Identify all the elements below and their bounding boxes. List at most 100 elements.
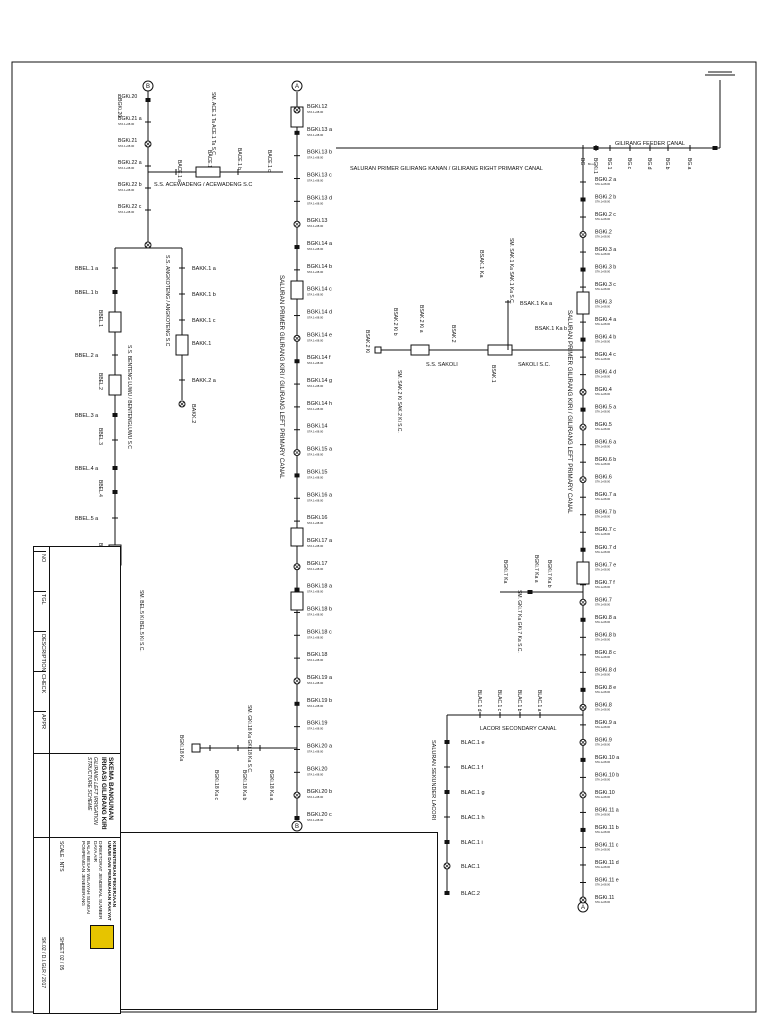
bbel-label: BBEL.1 a	[75, 266, 99, 272]
bgki18ka-end	[191, 743, 201, 753]
right-structure-sta: STA.1+08.00	[595, 375, 611, 379]
left-structure-label: BGKi.14 b	[307, 264, 332, 270]
bsak-label: BSAK.2 Ki	[364, 330, 370, 353]
blac-label: BLAC.1 c	[496, 690, 502, 712]
blac-label: BLAC.1 a	[536, 690, 542, 712]
right-structure-label: BGKi.10	[595, 790, 615, 796]
left-structure-sta: STA.1+08.00	[307, 430, 324, 434]
right-structure-label: BGKi.5 a	[595, 405, 616, 411]
node-cross	[294, 678, 300, 684]
right-structure-label: BGKi.4 a	[595, 317, 616, 323]
gate-right	[580, 267, 586, 272]
bsak-label: BSAK.1 Ka	[478, 250, 484, 278]
gate-right	[580, 407, 586, 412]
feeder-label: BG	[579, 158, 585, 165]
legend-item: Kombinasi Bangunan di dalam satu Banguna…	[273, 833, 292, 843]
left-structure-label: BGKi.20 a	[307, 743, 333, 749]
right-structure-sta: STA.1+08.00	[595, 865, 611, 869]
bgki18-label: BGKi.18 Ka b	[241, 770, 247, 801]
match-marker-letter: B	[295, 824, 299, 830]
node-cross	[294, 336, 300, 341]
node-cross	[179, 401, 185, 407]
bsak-label: BSAK.1 Ka b	[535, 326, 567, 332]
left-structure-sta: STA.1+08.00	[307, 612, 324, 616]
right-structure-label: BGKi.7 d	[595, 545, 616, 551]
left-structure-sta: STA.1+08.00	[307, 316, 324, 320]
blac-label: BLAC.1 f	[461, 765, 483, 771]
gate-left	[294, 816, 300, 820]
left-structure-sta: STA.1+08.00	[307, 544, 324, 548]
division-node-right	[579, 231, 587, 239]
right-structure-label: BGKi.6 b	[595, 457, 616, 463]
right-structure-label: BGKi.11 e	[595, 877, 619, 883]
bbel-box	[108, 311, 122, 333]
right-canal-name: SALURAN PRIMER GILIRANG KANAN / GILIRANG…	[350, 166, 543, 172]
right-structure-label: BGKi.6	[595, 475, 612, 481]
gate-right	[580, 547, 586, 552]
right-structure-sta: STA.1+08.00	[595, 900, 611, 904]
sakoli-ss-label: S.S. SAKOLI	[426, 362, 458, 368]
blac-label: BLAC.1 e	[461, 740, 485, 746]
right-structure-label: BGKi.8 d	[595, 667, 616, 673]
title-row-label: TGL	[34, 591, 46, 605]
left-structure-label: BGKi.18 a	[307, 584, 333, 590]
bakk-label: BAKK.1	[192, 341, 211, 347]
node-cross	[580, 792, 586, 798]
left-structure-label: BGKi.13 b	[307, 150, 332, 156]
right-structure-label: BGKi.11 b	[595, 825, 619, 831]
left-structure-label: BGKi.13 a	[307, 127, 333, 133]
left-structure-sta: STA.1+08.00	[307, 361, 324, 365]
bgki7-label: BGKi.7 Ka a	[533, 555, 539, 583]
left-structure-sta: STA.1+08.00	[307, 521, 324, 525]
bakk-label: BAKK.2 a	[192, 378, 217, 384]
right-structure-label: BGKi.7 a	[595, 492, 616, 498]
match-marker	[142, 80, 154, 92]
division-node-right	[579, 476, 587, 484]
left-structure-label: BGKi.20	[307, 766, 327, 772]
bsak-label: BSAK.2 Ki a	[418, 305, 424, 333]
left-structure-sta: STA.1+08.00	[307, 453, 324, 457]
right-structure-sta: STA.1+08.00	[595, 322, 611, 326]
sheet-number: SHEET 02 / 05	[58, 937, 64, 971]
bace-label: BACE.1 c	[266, 150, 272, 172]
gate-left	[294, 587, 300, 592]
bbel-label: BBEL.1 b	[75, 290, 98, 296]
drawing-frame	[11, 61, 757, 1013]
far-left-sta: STA.1+08.00	[118, 144, 135, 148]
node-cross	[294, 564, 300, 569]
right-structure-sta: STA.1+08.00	[595, 427, 611, 431]
blac-label: BLAC.1 i	[461, 840, 483, 846]
division-node-left	[293, 677, 301, 685]
left-structure-label: BGKi.14 h	[307, 401, 332, 407]
bgki7-label: BGKi.7 Ka b	[546, 560, 552, 588]
match-marker-letter: A	[581, 905, 585, 911]
left-structure-sta: STA.1+08.00	[307, 635, 324, 639]
right-structure-label: BGKi.7	[595, 597, 612, 603]
right-structure-sta: STA.1+08.00	[595, 812, 611, 816]
right-structure-label: BGKi.7 b	[595, 510, 616, 516]
left-structure-label: BGKi.14 e	[307, 332, 332, 338]
node-cross	[580, 740, 586, 745]
right-structure-label: BGKi.10 a	[595, 755, 619, 761]
far-left-sta: STA.1+08.00	[118, 210, 135, 214]
bsak-2-box	[410, 344, 430, 356]
left-structure-sta: STA.1+08.00	[307, 224, 324, 228]
division-node-right	[579, 388, 587, 396]
right-structure-sta: STA.1+08.00	[595, 235, 611, 239]
legend-item: Bangunan Bagi dengan Pintu Bagi / Divisi…	[425, 833, 437, 843]
gate-right	[580, 617, 586, 622]
left-structure-sta: STA.1+08.00	[307, 818, 324, 822]
match-marker-letter: B	[146, 84, 150, 90]
match-marker	[291, 80, 303, 92]
right-structure-label: BGKi.2	[595, 230, 612, 236]
right-structure-sta: STA.1+08.00	[595, 672, 611, 676]
right-structure-label: BGKi.2 b	[595, 195, 616, 201]
blac-label: BLAC.1 d	[476, 690, 482, 712]
right-structure-label: BGKi.4	[595, 387, 612, 393]
left-structure-label: BGKi.18 c	[307, 629, 332, 635]
division-node-left	[293, 563, 301, 571]
bakk-end	[178, 400, 186, 408]
division-node-left	[293, 220, 301, 228]
division-node-bgki22	[144, 241, 152, 249]
